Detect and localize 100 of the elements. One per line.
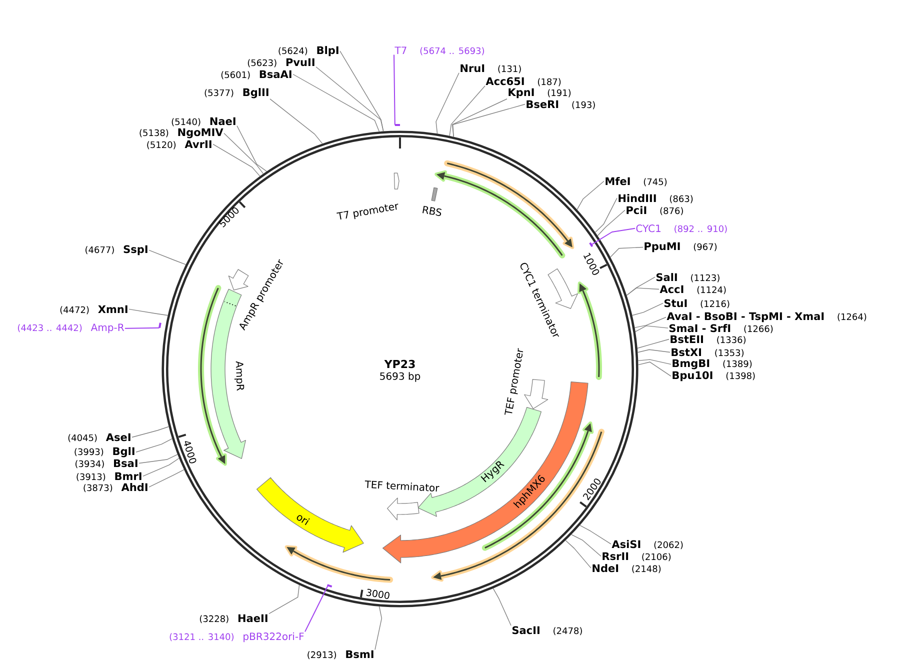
leader-line <box>565 540 592 568</box>
site-position: (3913) <box>76 473 106 482</box>
site-position: (1266) <box>744 325 773 334</box>
site-position: (3873) <box>84 484 112 492</box>
leader-line <box>270 98 323 144</box>
site-position: (863) <box>670 195 693 204</box>
site-position: (4045) <box>68 434 97 442</box>
site-position: (2913) <box>308 651 336 660</box>
leader-line <box>449 86 486 136</box>
site-position: (5623) <box>248 59 276 68</box>
site-position: (1216) <box>700 300 730 308</box>
plasmid-size: 5693 bp <box>380 372 420 382</box>
leader-line <box>594 198 618 233</box>
plasmid-name: YP23 <box>384 360 415 368</box>
leader-line <box>374 606 382 650</box>
leader-line <box>224 132 264 174</box>
enzyme-name: AvaI - BsoBI - TspMI - XmaI <box>666 312 824 322</box>
leader-line <box>638 359 672 365</box>
primer-range: (4423 .. 4442) <box>18 324 82 332</box>
site-position: (1336) <box>717 336 746 344</box>
tick-label: 1000 <box>583 252 600 275</box>
enzyme-name: SmaI - SrfI <box>669 324 730 332</box>
site-position: (2148) <box>632 565 661 574</box>
site-position: (876) <box>660 207 683 216</box>
site-position: (2478) <box>554 627 582 636</box>
enzyme-name: AccI <box>660 285 684 294</box>
enzyme-name: BglI <box>113 447 134 458</box>
leader-line <box>148 250 186 265</box>
site-position: (131) <box>498 65 521 74</box>
site-position: (1264) <box>838 313 866 322</box>
enzyme-name: HindIII <box>618 194 656 202</box>
leader-line <box>571 534 602 557</box>
primer-name: T7 <box>394 46 406 54</box>
leader-line <box>635 325 668 332</box>
enzyme-name: BsaAI <box>260 70 292 78</box>
enzyme-name: MfeI <box>606 177 630 186</box>
site-position: (191) <box>548 89 571 98</box>
leader-line <box>236 126 268 172</box>
primer-range: (892 .. 910) <box>674 225 727 234</box>
site-position: (745) <box>644 178 667 186</box>
site-position: (2106) <box>642 553 671 562</box>
enzyme-name: Acc65I <box>486 77 524 86</box>
enzyme-name: NruI <box>460 64 484 72</box>
site-position: (1123) <box>691 274 720 282</box>
leader-line <box>124 327 160 329</box>
site-position: (187) <box>538 78 561 86</box>
site-position: (5377) <box>204 89 234 98</box>
site-position: (3934) <box>76 460 104 468</box>
leader-line <box>292 74 380 132</box>
leader-line <box>610 246 644 258</box>
site-position: (1124) <box>697 286 726 294</box>
enzyme-name: PpuMI <box>644 242 680 252</box>
enzyme-name: KpnI <box>508 88 534 98</box>
leader-line <box>580 524 612 544</box>
leader-line <box>148 469 184 488</box>
enzyme-name: SspI <box>124 245 148 256</box>
enzyme-name: BmgBI <box>672 359 710 370</box>
leader-line <box>492 588 512 626</box>
site-position: (3993) <box>74 448 104 456</box>
primer-name: CYC1 <box>636 224 660 232</box>
tick-label: 3000 <box>366 588 390 599</box>
leader-line <box>436 72 460 134</box>
enzyme-name: BstEII <box>670 335 703 344</box>
enzyme-name: StuI <box>664 299 687 308</box>
site-position: (5120) <box>147 141 176 150</box>
leader-line <box>394 54 396 126</box>
site-position: (5138) <box>140 129 168 138</box>
enzyme-name: BsaI <box>114 459 138 468</box>
leader-line <box>638 362 672 377</box>
site-position: (5624) <box>278 47 308 56</box>
primer-mark <box>326 584 332 588</box>
site-position: (5140) <box>172 118 200 126</box>
enzyme-name: AseI <box>106 433 130 442</box>
site-position: (1389) <box>723 360 752 368</box>
primer-name: pBR322ori-F <box>244 632 304 642</box>
enzyme-name: BglII <box>243 88 268 98</box>
primer-mark <box>394 124 400 126</box>
leader-line <box>576 180 604 210</box>
leader-line <box>138 454 178 464</box>
enzyme-name: AhdI <box>121 483 148 492</box>
site-position: (4472) <box>60 306 89 314</box>
site-position: (967) <box>694 243 717 252</box>
leader-line <box>212 144 260 177</box>
site-position: (1353) <box>715 349 744 358</box>
leader-line <box>136 438 172 452</box>
leader-line <box>637 338 670 349</box>
leader-line <box>304 585 328 632</box>
feature-label: AmpR <box>234 361 244 391</box>
primer-range: (5674 .. 5693) <box>420 47 484 56</box>
primer-mark <box>589 242 594 248</box>
enzyme-name: BstXI <box>672 348 701 356</box>
leader-line <box>626 288 660 296</box>
leader-line <box>452 104 526 138</box>
leader-line <box>340 50 384 132</box>
enzyme-name: NaeI <box>210 117 236 126</box>
enzyme-name: XmnI <box>98 305 128 313</box>
leader-line <box>634 316 666 328</box>
enzyme-name: AsiSI <box>612 540 640 548</box>
primer-range: (3121 .. 3140) <box>170 633 234 642</box>
tick-label: 4000 <box>184 441 196 464</box>
